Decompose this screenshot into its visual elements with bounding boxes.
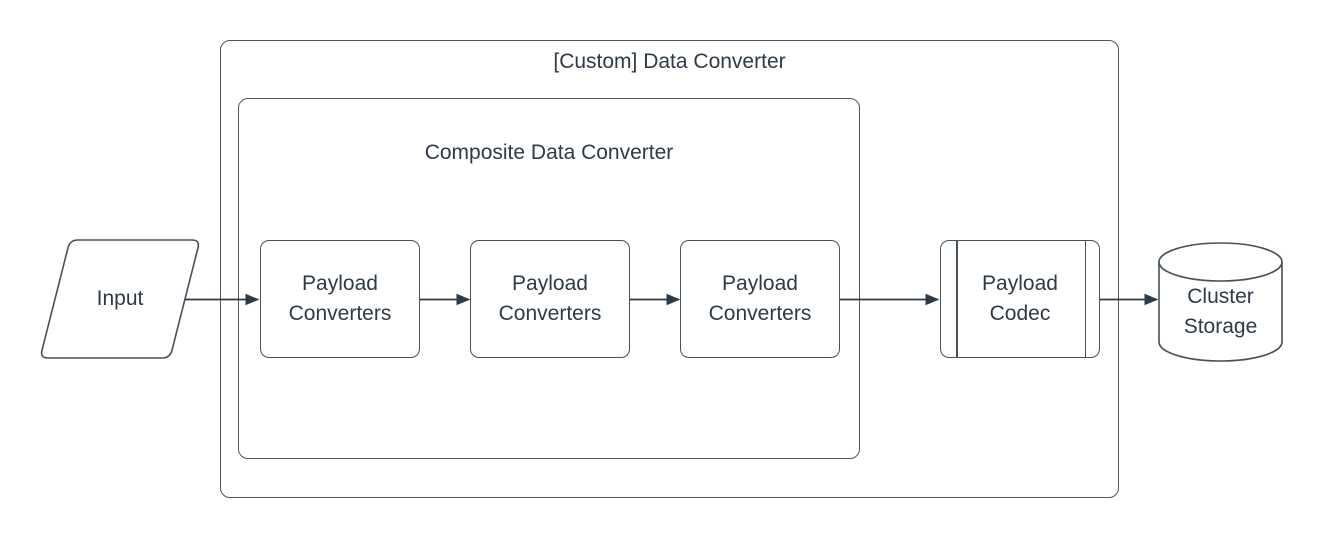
payload-converters-2-label: Payload Converters <box>498 272 602 325</box>
cluster-storage-cylinder-top <box>1158 242 1283 282</box>
cluster-storage-cylinder-body <box>1158 262 1283 362</box>
payload-codec-label: Payload Codec <box>982 272 1058 325</box>
codec-left-bar <box>956 241 958 357</box>
codec-right-bar <box>1084 241 1086 357</box>
custom-data-converter-container <box>220 40 1119 498</box>
payload-converters-2-node: Payload Converters <box>470 240 630 358</box>
composite-data-converter-container <box>238 98 860 459</box>
composite-data-converter-label: Composite Data Converter <box>424 141 674 164</box>
custom-data-converter-label: [Custom] Data Converter <box>553 50 786 73</box>
input-label: Input <box>96 287 144 310</box>
payload-converters-3-node: Payload Converters <box>680 240 840 358</box>
payload-converters-3-label: Payload Converters <box>708 272 812 325</box>
cluster-storage-node: Cluster Storage <box>1159 262 1282 361</box>
payload-converters-1-node: Payload Converters <box>260 240 420 358</box>
payload-codec-node: Payload Codec <box>940 240 1100 358</box>
payload-converters-1-label: Payload Converters <box>288 272 392 325</box>
input-node: Input <box>40 240 200 358</box>
input-parallelogram-shape <box>40 239 200 359</box>
cluster-storage-label: Cluster Storage <box>1183 284 1258 338</box>
